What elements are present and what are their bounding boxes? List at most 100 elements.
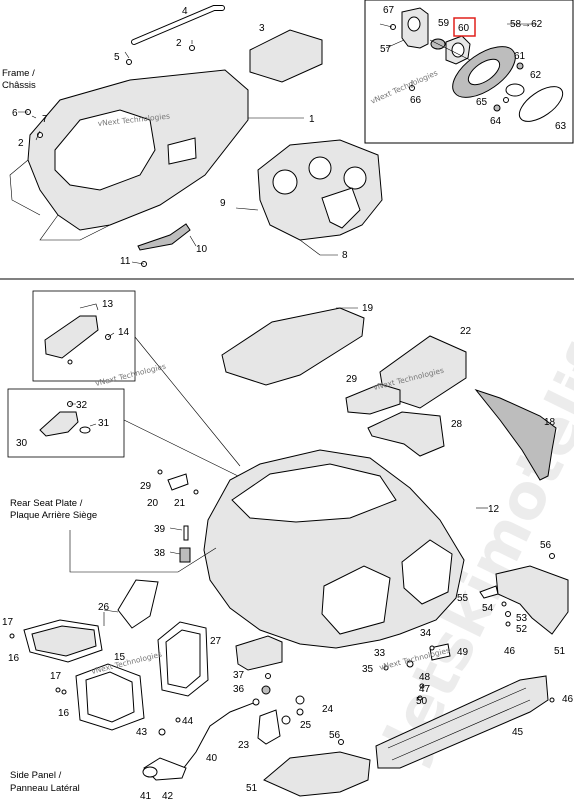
callout-50: 50 [416, 696, 428, 707]
frame-note-line1: Frame / [2, 68, 35, 79]
callout-66: 66 [410, 95, 422, 106]
spacer-38 [179, 547, 191, 563]
callout-33: 33 [374, 648, 386, 659]
nut-33 [406, 660, 414, 668]
screw-56b [338, 739, 344, 745]
ring-43 [158, 728, 166, 736]
callout-28: 28 [451, 419, 463, 430]
callout-47: 47 [419, 684, 431, 695]
seal-15-inner [165, 629, 201, 689]
callout-8: 8 [342, 250, 348, 261]
screw-49 [429, 645, 435, 651]
callout-30: 30 [16, 438, 28, 449]
pad-29 [345, 383, 401, 415]
bezel-8-gauge-a [272, 169, 298, 195]
screw-2-top [189, 45, 195, 51]
bezel-8-gauge-b [308, 156, 332, 180]
callout-23: 23 [238, 740, 250, 751]
rear-seat-note-line1: Rear Seat Plate / [10, 498, 83, 509]
bracket-hole [407, 16, 421, 32]
callout-48: 48 [419, 672, 431, 683]
callout-29b: 29 [140, 481, 152, 492]
callout-6: 6 [12, 108, 18, 119]
callout-57: 57 [380, 44, 392, 55]
callout-67: 67 [383, 5, 395, 16]
callout-18: 18 [544, 417, 556, 428]
callout-62: 62 [530, 70, 542, 81]
washer-25 [281, 715, 291, 725]
callout-45: 45 [512, 727, 524, 738]
callout-65: 65 [476, 97, 488, 108]
screw-65 [503, 97, 509, 103]
callout-7: 7 [42, 114, 48, 125]
hull-12-window-right [401, 539, 453, 605]
panel-51-right [495, 565, 569, 635]
block-27 [235, 635, 283, 671]
callout-38: 38 [154, 548, 166, 559]
strip-51-bottom [263, 751, 371, 797]
callout-53: 53 [516, 613, 528, 624]
callout-55: 55 [457, 593, 469, 604]
callout-9: 9 [220, 198, 226, 209]
callout-17: 17 [2, 617, 14, 628]
callout-42: 42 [162, 791, 174, 800]
lid-19 [221, 307, 365, 386]
screw-56 [549, 553, 555, 559]
screw-20 [193, 489, 199, 495]
callout-31: 31 [98, 418, 110, 429]
side-panel-note-line2: Panneau Latéral [10, 783, 80, 794]
callout-51b: 51 [246, 783, 258, 794]
clip-31 [79, 426, 91, 434]
callout-21: 21 [174, 498, 186, 509]
callout-4: 4 [182, 6, 188, 17]
callout-29: 29 [346, 374, 358, 385]
highlight-60-box [453, 17, 476, 37]
nut-36 [261, 685, 271, 695]
callout-56b: 56 [329, 730, 341, 741]
nut-53 [505, 611, 511, 617]
screw-35 [383, 665, 389, 671]
screw-50 [417, 695, 423, 701]
bracket-13 [44, 315, 99, 359]
callout-40: 40 [206, 753, 218, 764]
callout-49: 49 [457, 647, 469, 658]
drop-61 [516, 62, 524, 70]
bezel-8-gauge-c [343, 166, 367, 190]
knob-62 [505, 83, 525, 97]
cable-40 [175, 701, 257, 779]
frame-note-line2: Châssis [2, 80, 36, 91]
washer-52 [505, 621, 511, 627]
callout-64: 64 [490, 116, 502, 127]
callout-46b: 46 [562, 694, 574, 705]
strip-10 [137, 223, 191, 251]
callout-1: 1 [309, 114, 315, 125]
callout-63: 63 [555, 121, 567, 132]
callout-22: 22 [460, 326, 472, 337]
callout-59: 59 [438, 18, 450, 29]
callout-35: 35 [362, 664, 374, 675]
callout-41: 41 [140, 791, 152, 800]
screw-46 [549, 697, 555, 703]
screw-54 [501, 601, 507, 607]
inset-detail [364, 0, 574, 144]
callout-2b: 2 [18, 138, 24, 149]
panel-18 [474, 388, 557, 481]
lens-63 [518, 86, 564, 122]
screw-37 [265, 673, 271, 679]
pad-28 [367, 411, 445, 457]
side-panel-note-line1: Side Panel / [10, 770, 62, 781]
screw-44 [175, 717, 181, 723]
callout-17b: 17 [50, 671, 62, 682]
callout-25: 25 [300, 720, 312, 731]
washer-16 [61, 689, 67, 695]
callout-43: 43 [136, 727, 148, 738]
bolt-67 [390, 24, 396, 30]
seal-15-left-inner [85, 671, 135, 723]
callout-34: 34 [420, 628, 432, 639]
screw-17-bottom [55, 687, 61, 693]
bezel-8-window [321, 187, 361, 229]
callout-46: 46 [504, 646, 516, 657]
hull-12-top [231, 463, 397, 523]
callout-5: 5 [114, 52, 120, 63]
callout-11: 11 [120, 256, 131, 267]
